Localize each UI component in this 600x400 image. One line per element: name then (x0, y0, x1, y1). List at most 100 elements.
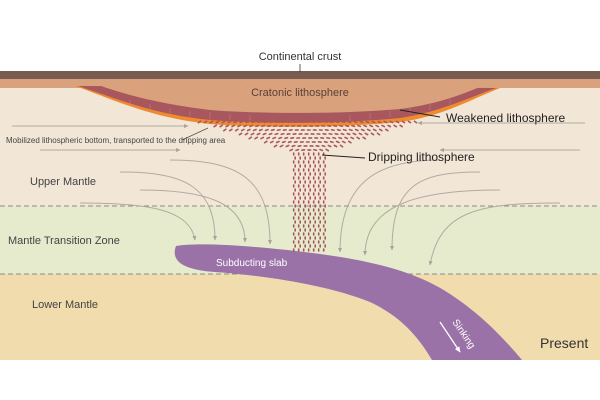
drip-particle (225, 124, 230, 128)
mantle-flow-arrows (12, 121, 585, 266)
drip-particle (332, 136, 337, 140)
drip-particle (287, 121, 292, 123)
drip-particle (307, 240, 310, 244)
drip-particle (280, 132, 285, 136)
drip-particle (302, 168, 305, 172)
drip-particle (309, 172, 311, 176)
drip-particle (289, 148, 294, 152)
drip-particle (312, 208, 315, 212)
drip-particle (309, 220, 311, 224)
drip-particle (340, 132, 345, 136)
drip-particle (322, 160, 325, 164)
flow-arrow (79, 202, 197, 241)
drip-particle (292, 240, 295, 244)
drip-particle (317, 152, 320, 156)
drip-particle (312, 176, 315, 180)
drip-particle (312, 129, 317, 131)
drip-particle (293, 121, 298, 123)
drip-particle (324, 204, 326, 208)
drip-particle (287, 140, 292, 144)
drip-particle (304, 188, 306, 192)
drip-particle (341, 120, 346, 124)
drip-particle (294, 156, 296, 160)
drip-particle (307, 248, 310, 252)
drip-particle (239, 120, 244, 124)
drip-particle (314, 236, 316, 240)
drip-particle (307, 152, 310, 156)
drip-particle (321, 125, 326, 127)
cratonic-lithosphere-label: Cratonic lithosphere (251, 87, 349, 99)
drip-particle (317, 200, 320, 204)
drip-particle (324, 172, 326, 176)
drip-particle (317, 121, 322, 123)
drip-particle (248, 136, 253, 140)
drip-particle (320, 137, 325, 139)
drip-particle (322, 184, 325, 188)
drip-particle (270, 128, 275, 132)
drip-particle (359, 120, 364, 124)
drip-particle (324, 156, 326, 160)
weakened-lithosphere-label: Weakened lithosphere (446, 111, 566, 125)
drip-particle (401, 120, 406, 124)
drip-particle (209, 120, 214, 124)
drip-particle (324, 196, 326, 200)
drip-particle (319, 172, 321, 176)
drip-particle (327, 144, 332, 148)
drip-particle (275, 140, 280, 144)
drip-particle (299, 204, 301, 208)
drip-particle (292, 232, 295, 236)
drip-particle (315, 125, 320, 127)
drip-particle (384, 128, 389, 132)
drip-particle (306, 129, 311, 131)
drip-particle (297, 200, 300, 204)
drip-particle (273, 144, 278, 148)
drip-particle (309, 228, 311, 232)
drip-particle (290, 136, 295, 140)
drip-particle (285, 125, 290, 127)
drip-particle (299, 188, 301, 192)
drip-particle (312, 216, 315, 220)
drip-particle (299, 180, 301, 184)
drip-particle (250, 132, 255, 136)
drip-particle (307, 149, 312, 151)
drip-particle (352, 132, 357, 136)
drip-particle (294, 228, 296, 232)
drip-particle (297, 125, 302, 127)
drip-particle (295, 148, 300, 152)
drip-particle (307, 176, 310, 180)
drip-particle (255, 124, 260, 128)
drip-particle (304, 220, 306, 224)
drip-particle (322, 248, 325, 252)
drip-particle (334, 132, 339, 136)
drip-particle (303, 145, 308, 147)
drip-particle (307, 168, 310, 172)
drip-particle (302, 152, 305, 156)
drip-particle (302, 248, 305, 252)
drip-particle (261, 124, 266, 128)
drip-particle (297, 168, 300, 172)
drip-particle (346, 132, 351, 136)
drip-particle (245, 120, 250, 124)
drip-particle (244, 132, 249, 136)
drip-particle (297, 216, 300, 220)
drip-particle (297, 208, 300, 212)
drip-particle (313, 148, 318, 152)
drip-particle (291, 144, 296, 148)
drip-particle (362, 136, 367, 140)
drip-particle (273, 124, 278, 128)
drip-particle (297, 248, 300, 252)
drip-particle (322, 192, 325, 196)
drip-particle (309, 196, 311, 200)
drip-particle (292, 160, 295, 164)
drip-particle (279, 144, 284, 148)
drip-particle (322, 224, 325, 228)
drip-particle (413, 120, 418, 124)
drip-particle (314, 220, 316, 224)
drip-particle (319, 228, 321, 232)
drip-particle (294, 129, 299, 131)
drip-particle (353, 120, 358, 124)
drip-particle (378, 128, 383, 132)
drip-particle (307, 208, 310, 212)
drip-particle (338, 136, 343, 140)
drip-particle (335, 140, 340, 144)
